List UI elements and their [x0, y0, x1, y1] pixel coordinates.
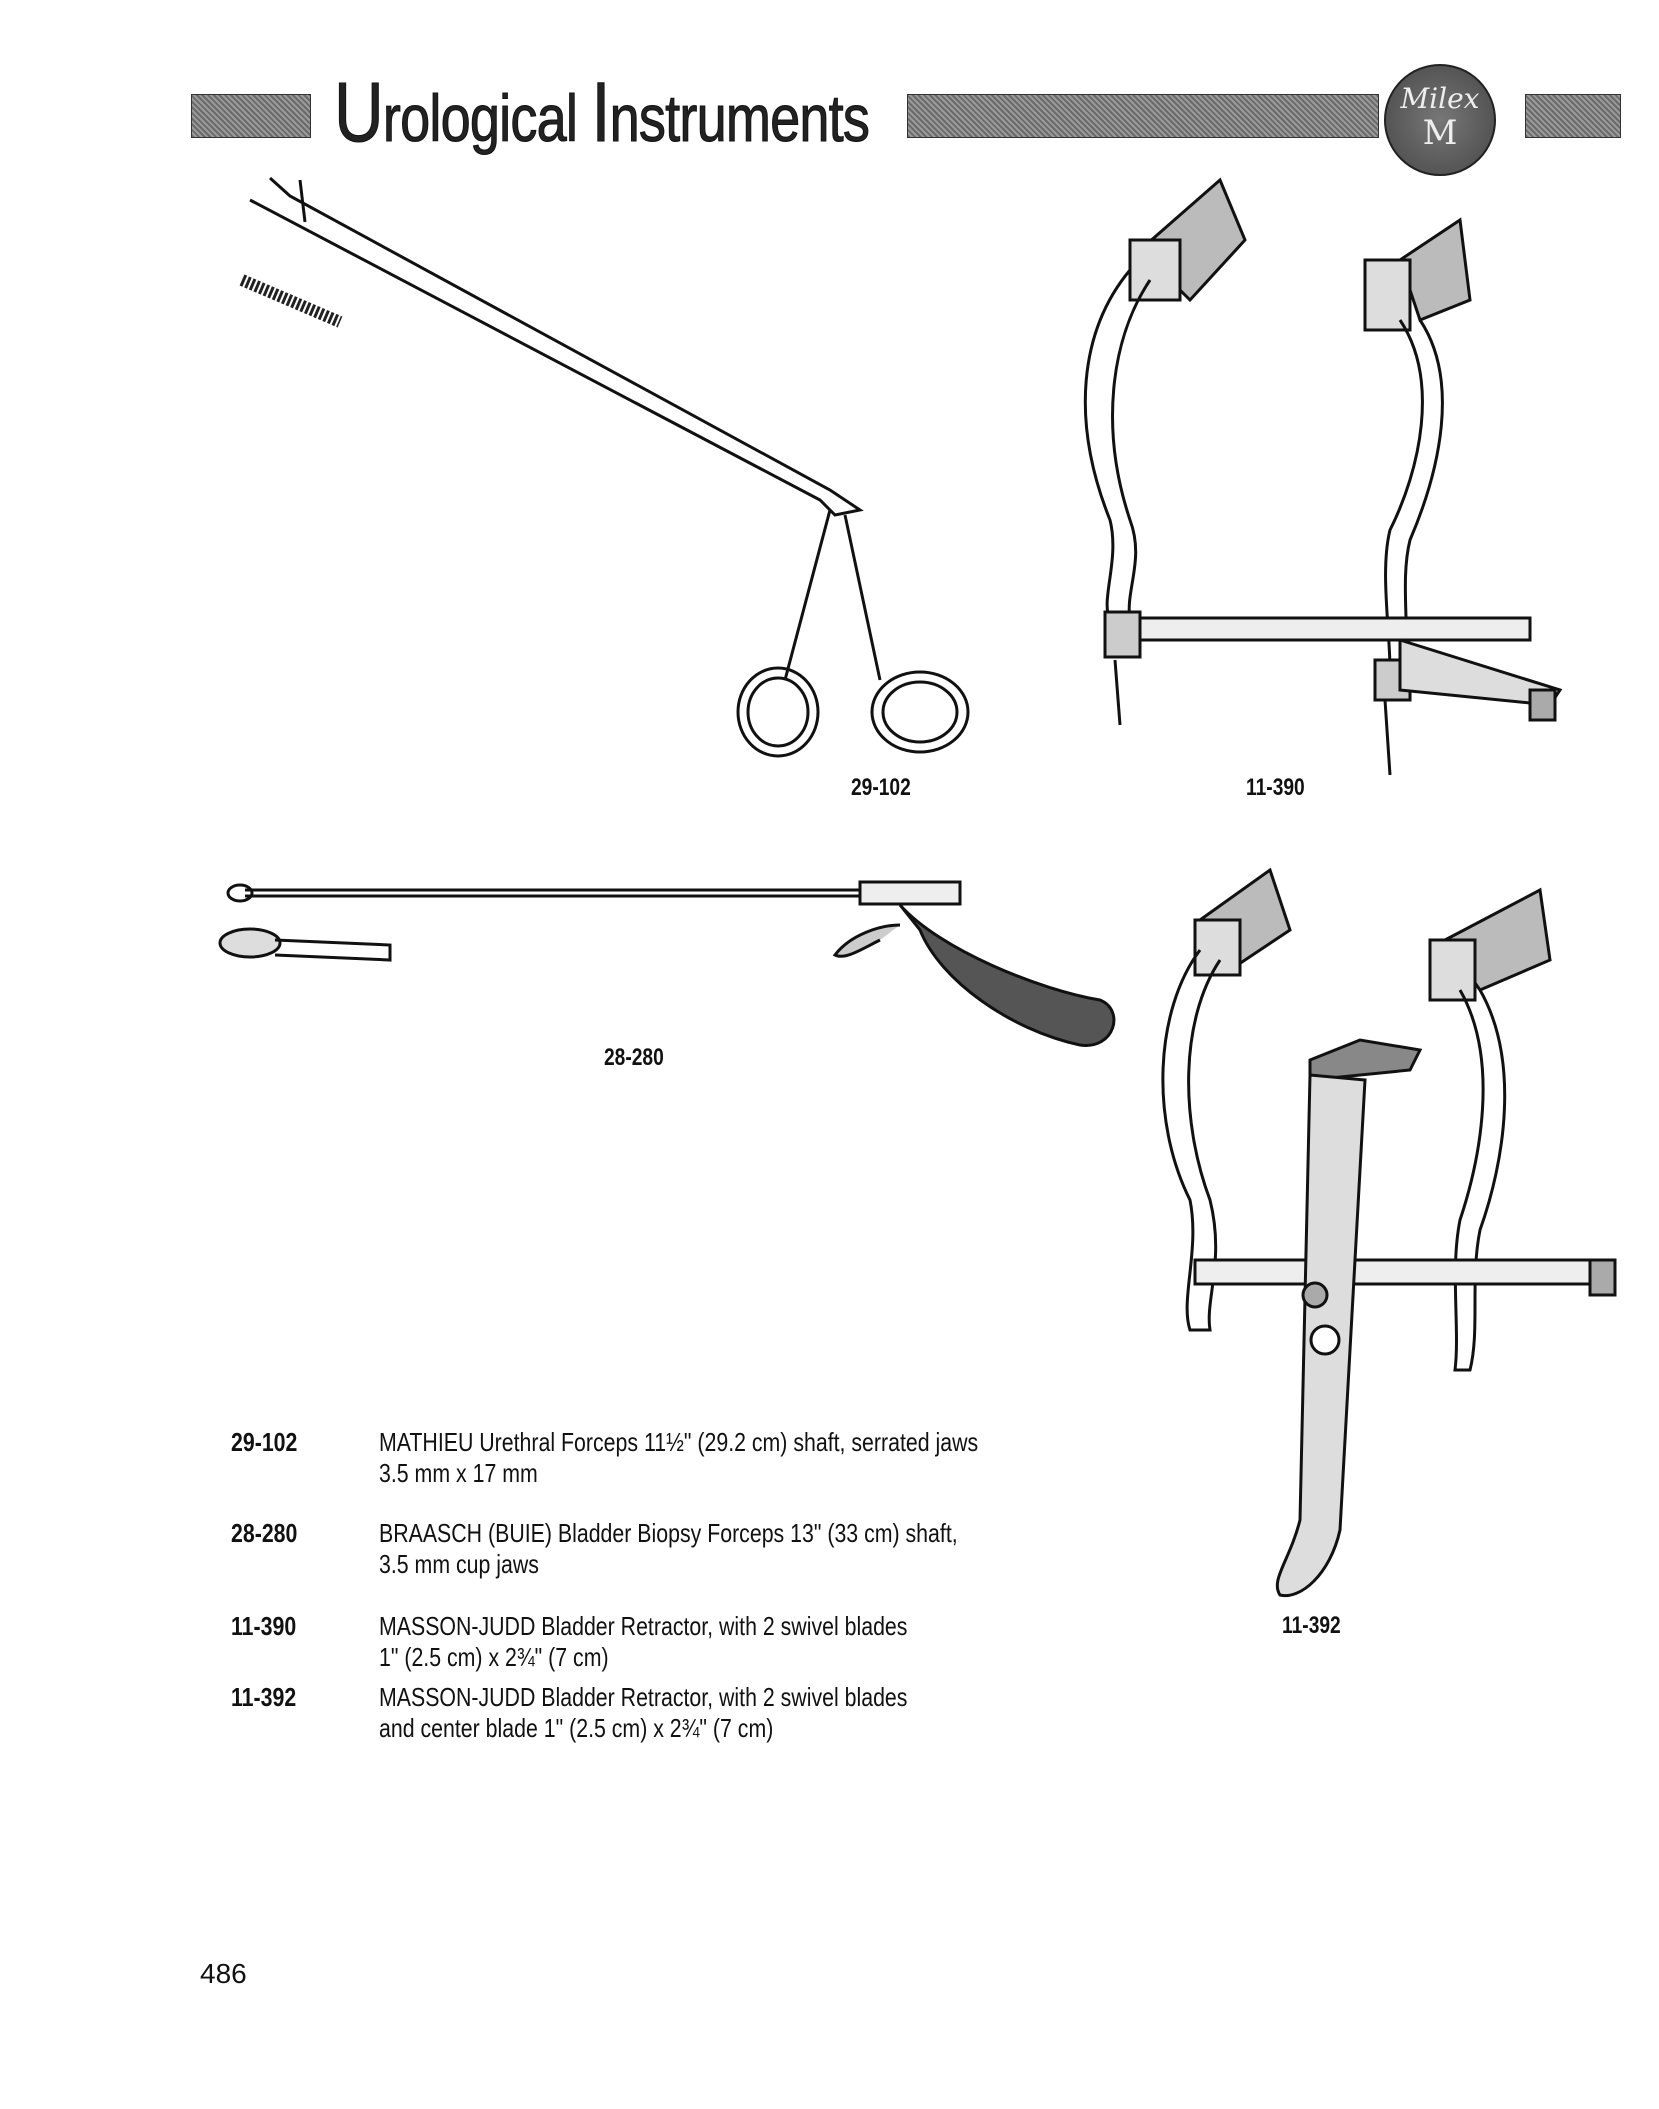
mathieu-forceps-illustration [239, 176, 970, 758]
item-code: 28-280 [231, 1518, 298, 1548]
figure-label-11-390: 11-390 [1246, 774, 1305, 801]
header-band-right [1525, 94, 1621, 138]
braasch-forceps-illustration [218, 880, 1116, 1047]
header-band-middle [907, 94, 1379, 138]
item-description: MASSON-JUDD Bladder Retractor, with 2 sw… [379, 1682, 908, 1743]
item-description: MASSON-JUDD Bladder Retractor, with 2 sw… [379, 1611, 908, 1672]
item-code: 29-102 [231, 1427, 298, 1457]
masson-judd-center-blade-retractor-illustration [1161, 867, 1617, 1598]
figure-label-28-280: 28-280 [604, 1044, 664, 1071]
figure-label-11-392: 11-392 [1282, 1612, 1341, 1639]
item-description: BRAASCH (BUIE) Bladder Biopsy Forceps 13… [379, 1518, 958, 1579]
item-code: 11-390 [231, 1611, 297, 1641]
page-number: 486 [200, 1958, 247, 1989]
masson-judd-retractor-illustration [1083, 177, 1563, 776]
item-code: 11-392 [231, 1682, 297, 1712]
header-band-left [191, 94, 311, 138]
page-title: Urological Instruments [334, 65, 871, 160]
figure-label-29-102: 29-102 [851, 774, 911, 801]
item-description: MATHIEU Urethral Forceps 11½" (29.2 cm) … [379, 1427, 979, 1488]
